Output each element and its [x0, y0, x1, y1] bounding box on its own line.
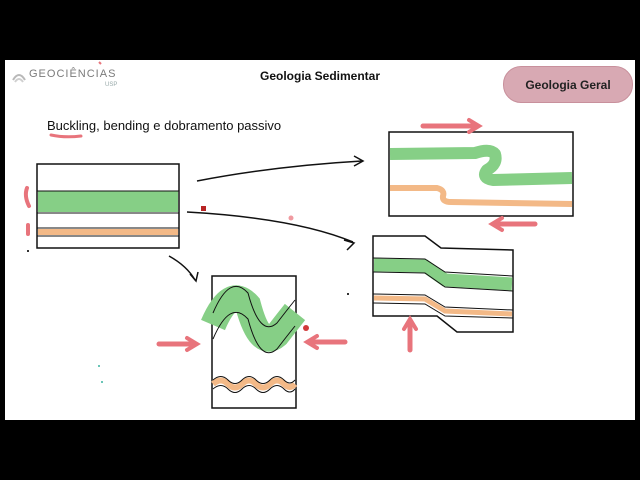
top-mark	[98, 61, 102, 65]
subtitle-underline-mark	[49, 133, 83, 139]
buckled-orange-layer	[390, 185, 573, 207]
red-dot-2	[303, 325, 309, 331]
buckled-green-layer	[389, 144, 573, 186]
left-compression-mark-1	[23, 186, 31, 208]
orange-layer	[38, 229, 178, 235]
geociencias-logo: GEOCIÊNCIAS USP	[11, 66, 121, 92]
bent-green-layer	[373, 258, 513, 291]
pink-dot	[288, 215, 294, 221]
speckle-2	[101, 381, 103, 383]
small-dark-dot	[27, 250, 29, 252]
bending-block	[372, 235, 514, 333]
bent-orange-layer	[373, 295, 513, 317]
logo-text: GEOCIÊNCIAS	[29, 68, 117, 80]
diagram-canvas	[23, 61, 574, 409]
arrow-to-buckling	[196, 160, 363, 182]
folded-green-layer	[201, 285, 306, 352]
original-layers-block	[36, 163, 180, 249]
slide-subtitle: Buckling, bending e dobramento passivo	[47, 118, 282, 133]
passive-folding-block	[201, 275, 306, 409]
speckle-1	[98, 365, 100, 367]
page-title: Geologia Sedimentar	[259, 69, 381, 83]
small-dark-dot-2	[347, 293, 349, 295]
red-marker-dot	[201, 206, 206, 211]
course-badge: Geologia Geral	[503, 66, 633, 103]
slide: GEOCIÊNCIAS USP Geologia Sedimentar Geol…	[5, 60, 635, 420]
arrow-to-bending	[186, 211, 354, 243]
buckling-block	[388, 131, 574, 217]
green-layer	[38, 191, 178, 212]
logo-icon	[12, 74, 26, 83]
logo-subtext: USP	[105, 82, 118, 88]
folded-orange-layer	[211, 377, 298, 391]
